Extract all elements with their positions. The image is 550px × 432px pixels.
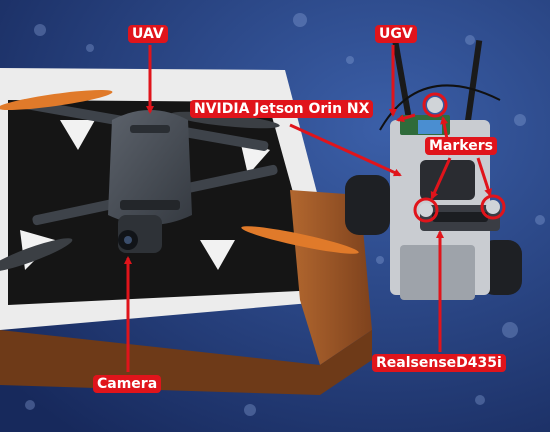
label-camera: Camera — [93, 375, 162, 393]
drone — [0, 89, 359, 272]
label-jetson-orin-nx: NVIDIA Jetson Orin NX — [190, 100, 374, 118]
label-markers: Markers — [425, 137, 497, 155]
label-uav: UAV — [128, 25, 168, 43]
ugv-robot — [345, 40, 522, 300]
label-realsense: RealsenseD435i — [372, 354, 506, 372]
floor-texture — [25, 13, 545, 416]
label-ugv: UGV — [375, 25, 417, 43]
annotation-arrows — [124, 45, 492, 372]
drone-body — [108, 110, 192, 225]
marker-highlights — [413, 92, 506, 223]
wooden-platform — [290, 190, 372, 365]
